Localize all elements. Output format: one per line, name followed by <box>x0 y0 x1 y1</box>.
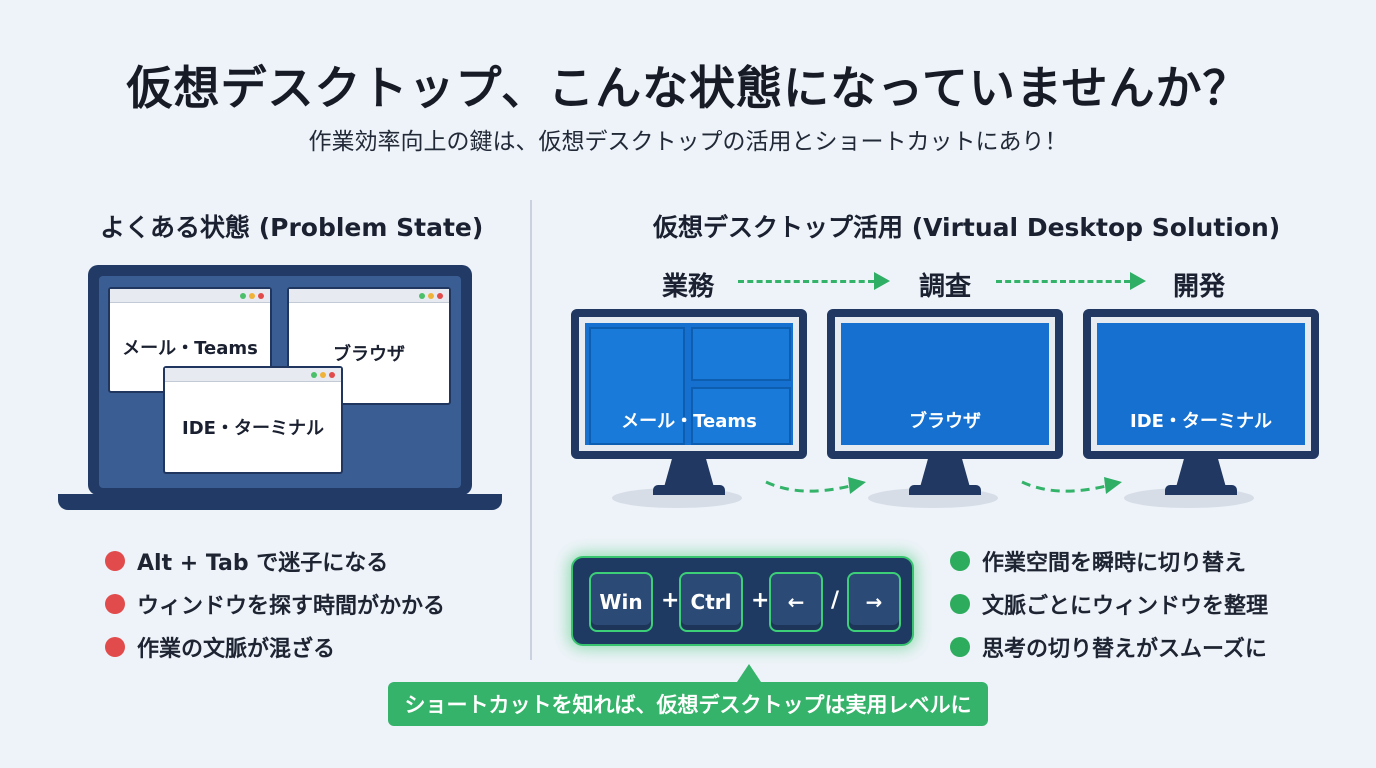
window-browser-label: ブラウザ <box>333 344 405 365</box>
monitor-base <box>909 485 981 495</box>
page-subtitle: 作業効率向上の鍵は、仮想デスクトップの活用とショートカットにあり！ <box>308 129 1068 155</box>
monitor-base <box>653 485 725 495</box>
desktop-switch-arrows <box>765 477 1122 494</box>
window-ide: IDE・ターミナル <box>163 366 343 474</box>
page-title: 仮想デスクトップ、こんな状態になっていませんか？ <box>126 61 1250 115</box>
green-bullet-icon <box>950 594 970 614</box>
shortcut-panel: Win + Ctrl + ← / → <box>571 556 914 646</box>
issue-item: ウィンドウを探す時間がかかる <box>105 588 445 620</box>
desktop-1-monitor: メール・Teams <box>571 309 807 459</box>
callout-pointer <box>737 664 761 682</box>
green-bullet-icon <box>950 551 970 571</box>
red-bullet-icon <box>105 594 125 614</box>
stage-label-research: 調査 <box>919 272 972 302</box>
issue-item: Alt + Tab で迷子になる <box>105 545 388 577</box>
plus-sign: + <box>661 588 680 613</box>
issue-item: 作業の文脈が混ざる <box>105 631 335 663</box>
shortcut-callout: ショートカットを知れば、仮想デスクトップは実用レベルに <box>388 682 988 726</box>
arrow-right-key: → <box>847 572 901 632</box>
desktop-3-label: IDE・ターミナル <box>1130 411 1272 432</box>
arrow-right-icon <box>1130 272 1146 290</box>
monitor-stand <box>1175 458 1227 488</box>
green-bullet-icon <box>950 637 970 657</box>
desktop-2-label: ブラウザ <box>909 411 981 432</box>
solution-heading: 仮想デスクトップ活用 (Virtual Desktop Solution) <box>653 213 1281 242</box>
key-win: Win <box>589 572 653 632</box>
arrow-left-key: ← <box>769 572 823 632</box>
red-bullet-icon <box>105 551 125 571</box>
desktop-2-monitor: ブラウザ <box>827 309 1063 459</box>
benefit-item: 作業空間を瞬時に切り替え <box>950 545 1246 577</box>
problem-heading: よくある状態 (Problem State) <box>100 213 484 242</box>
monitor-base <box>1165 485 1237 495</box>
stage-arrow-line <box>738 280 874 283</box>
window-browser: ブラウザ <box>287 287 451 405</box>
monitor-stand <box>919 458 971 488</box>
window-ide-label: IDE・ターミナル <box>182 418 324 439</box>
stage-label-dev: 開発 <box>1173 272 1226 302</box>
window-mail-label: メール・Teams <box>122 338 258 359</box>
stage-arrow-line <box>996 280 1130 283</box>
arrow-right-icon <box>874 272 890 290</box>
monitor-stand <box>663 458 715 488</box>
desktop-3-monitor: IDE・ターミナル <box>1083 309 1319 459</box>
benefit-item: 文脈ごとにウィンドウを整理 <box>950 588 1268 620</box>
plus-sign: + <box>751 588 770 613</box>
section-divider <box>530 200 532 660</box>
laptop-base <box>58 494 502 510</box>
stage-label-work: 業務 <box>662 272 715 302</box>
red-bullet-icon <box>105 637 125 657</box>
desktop-1-label: メール・Teams <box>621 411 757 432</box>
slash-sign: / <box>831 588 840 613</box>
key-ctrl: Ctrl <box>679 572 743 632</box>
benefit-item: 思考の切り替えがスムーズに <box>950 631 1267 663</box>
